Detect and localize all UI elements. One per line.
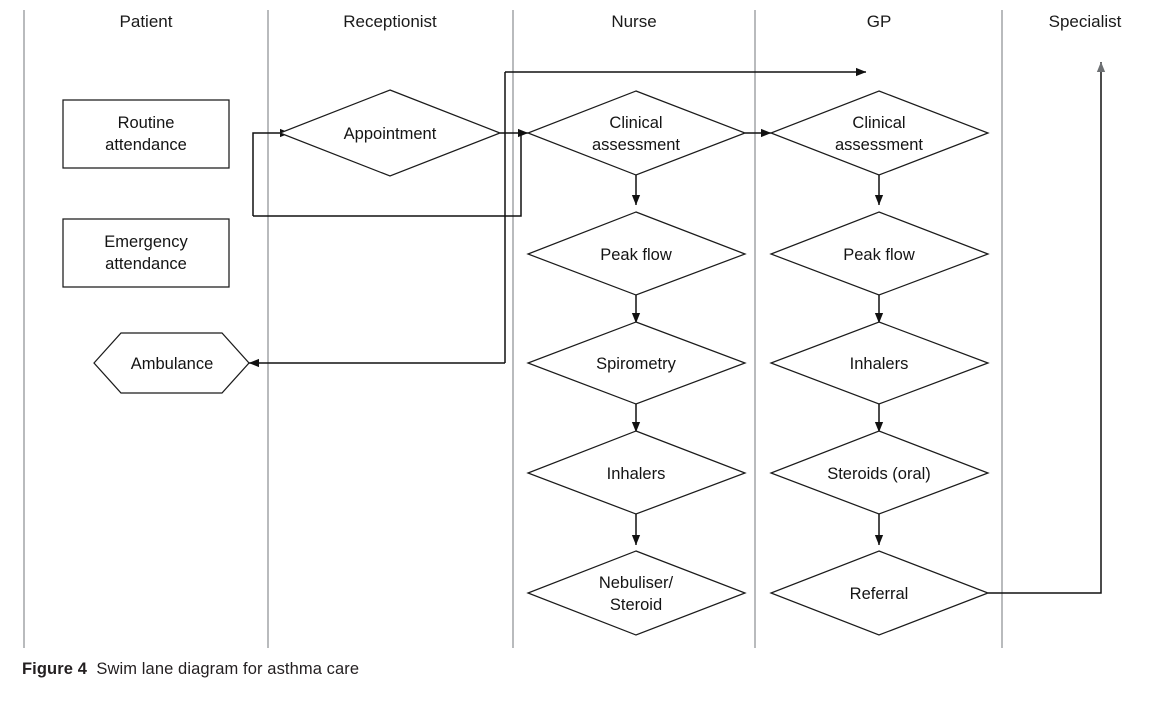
nurse-clinical-label-line1: Clinical: [609, 114, 662, 132]
figure-caption-text: Swim lane diagram for asthma care: [96, 660, 360, 678]
emergency-attendance-box[interactable]: [62, 218, 230, 288]
connectors: [248, 61, 1106, 594]
node-nurse-spirometry[interactable]: Spirometry: [526, 321, 747, 405]
node-routine-attendance[interactable]: Routine attendance: [62, 99, 230, 169]
emergency-attendance-label-line2: attendance: [105, 255, 187, 273]
nurse-nebuliser-diamond[interactable]: [526, 550, 747, 636]
routine-attendance-label-line2: attendance: [105, 136, 187, 154]
node-gp-peak-flow[interactable]: Peak flow: [769, 211, 990, 296]
lane-headers: Patient Receptionist Nurse GP Specialist: [120, 12, 1122, 31]
node-nurse-clinical-assessment[interactable]: Clinical assessment: [526, 90, 747, 176]
node-gp-referral[interactable]: Referral: [769, 550, 990, 636]
connector-nurse-loop-back-to-receptionist: [253, 133, 522, 217]
gp-inhalers-label: Inhalers: [850, 355, 909, 373]
node-gp-steroids-oral[interactable]: Steroids (oral): [769, 430, 990, 515]
ambulance-hexagon[interactable]: [93, 332, 250, 394]
gp-referral-label: Referral: [850, 585, 909, 603]
node-nurse-inhalers[interactable]: Inhalers: [526, 430, 747, 515]
routine-attendance-box[interactable]: [62, 99, 230, 169]
gp-steroids-diamond[interactable]: [769, 430, 990, 515]
figure-caption-label: Figure 4: [22, 660, 87, 678]
nurse-inhalers-label: Inhalers: [607, 465, 666, 483]
node-appointment[interactable]: Appointment: [278, 89, 502, 177]
nurse-nebuliser-label-line1: Nebuliser/: [599, 574, 674, 592]
figure-caption: Figure 4 Swim lane diagram for asthma ca…: [22, 660, 1142, 679]
gp-clinical-label-line2: assessment: [835, 136, 923, 154]
node-nurse-peak-flow[interactable]: Peak flow: [526, 211, 747, 296]
gp-peakflow-label: Peak flow: [843, 246, 915, 264]
gp-referral-diamond[interactable]: [769, 550, 990, 636]
gp-clinical-diamond[interactable]: [769, 90, 990, 176]
nurse-clinical-label-line2: assessment: [592, 136, 680, 154]
gp-inhalers-diamond[interactable]: [769, 321, 990, 405]
ambulance-label: Ambulance: [131, 355, 214, 373]
gp-peakflow-diamond[interactable]: [769, 211, 990, 296]
connector-referral-to-specialist: [988, 61, 1106, 594]
node-emergency-attendance[interactable]: Emergency attendance: [62, 218, 230, 288]
lane-label-specialist: Specialist: [1049, 12, 1122, 31]
lane-label-gp: GP: [867, 12, 892, 31]
nurse-spirometry-label: Spirometry: [596, 355, 677, 373]
appointment-diamond[interactable]: [278, 89, 502, 177]
routine-attendance-label-line1: Routine: [118, 114, 175, 132]
lane-dividers: [23, 10, 1003, 648]
lane-label-nurse: Nurse: [611, 12, 656, 31]
nurse-clinical-diamond[interactable]: [526, 90, 747, 176]
connector-routine-to-appointment: [252, 132, 268, 216]
swimlane-diagram: Patient Receptionist Nurse GP Specialist: [23, 10, 1122, 648]
lane-label-receptionist: Receptionist: [343, 12, 437, 31]
node-gp-clinical-assessment[interactable]: Clinical assessment: [769, 90, 990, 176]
emergency-attendance-label-line1: Emergency: [104, 233, 188, 251]
gp-steroids-label: Steroids (oral): [827, 465, 931, 483]
node-gp-inhalers[interactable]: Inhalers: [769, 321, 990, 405]
nurse-spirometry-diamond[interactable]: [526, 321, 747, 405]
nurse-peakflow-diamond[interactable]: [526, 211, 747, 296]
nurse-inhalers-diamond[interactable]: [526, 430, 747, 515]
appointment-label: Appointment: [344, 125, 437, 143]
nurse-peakflow-label: Peak flow: [600, 246, 672, 264]
lane-label-patient: Patient: [120, 12, 173, 31]
node-ambulance[interactable]: Ambulance: [93, 332, 250, 394]
nurse-nebuliser-label-line2: Steroid: [610, 596, 662, 614]
gp-clinical-label-line1: Clinical: [852, 114, 905, 132]
node-nurse-nebuliser-steroid[interactable]: Nebuliser/ Steroid: [526, 550, 747, 636]
